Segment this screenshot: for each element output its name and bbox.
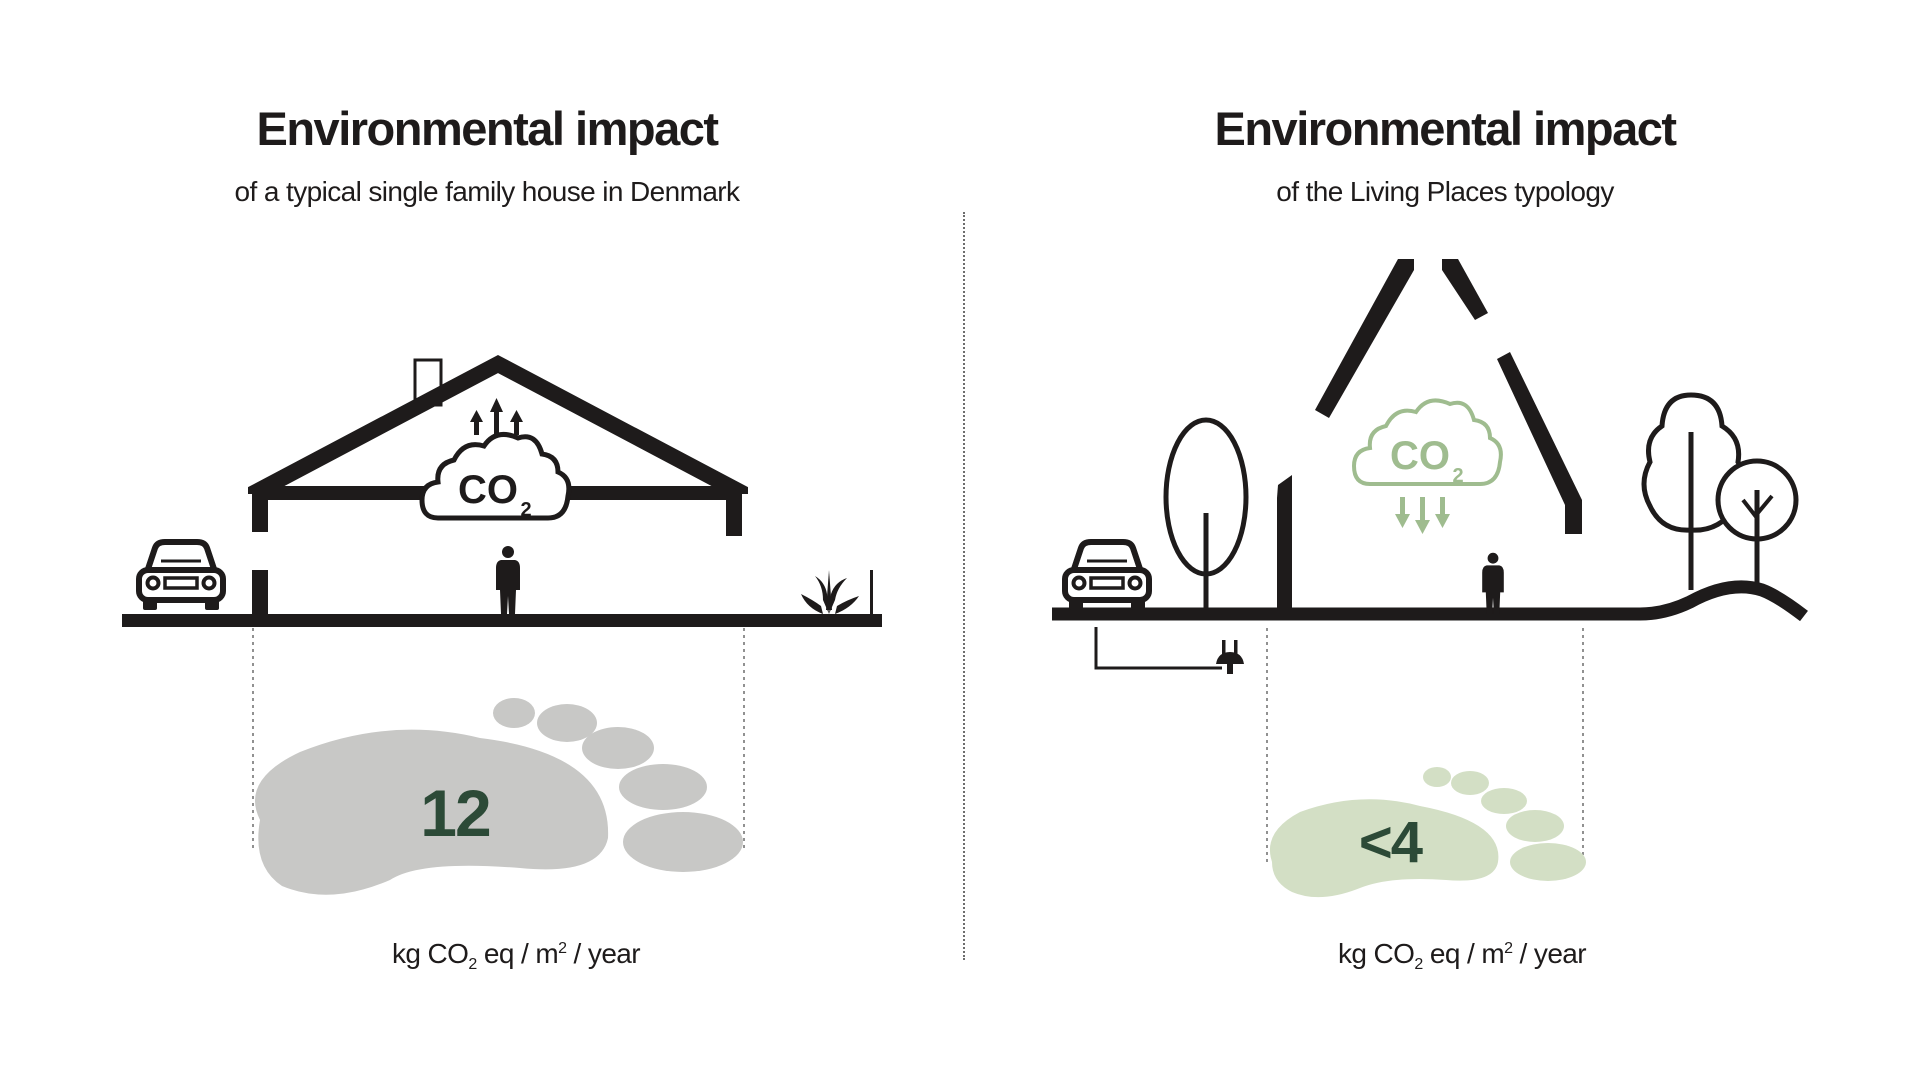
panel-typical-house: Environmental impact of a typical single… [235, 105, 740, 973]
right-scene: CO 2 [1052, 259, 1808, 898]
svg-text:2: 2 [1452, 465, 1463, 487]
person-icon [496, 546, 520, 614]
house-wall-left-lower [252, 570, 268, 616]
cloud-icon: CO 2 [1352, 398, 1503, 487]
tree-icon [1163, 417, 1249, 615]
cloud-icon: CO 2 [422, 434, 569, 521]
car-icon [139, 542, 223, 610]
panel-divider [963, 212, 965, 960]
plant-icon [801, 570, 873, 614]
arrows-down-icon [1395, 497, 1450, 534]
left-title: Environmental impact [256, 102, 720, 155]
right-subtitle: of the Living Places typology [1276, 176, 1614, 207]
car-icon [1065, 542, 1149, 610]
panel-living-places: Environmental impact of the Living Place… [960, 0, 1920, 1080]
svg-text:CO: CO [1390, 434, 1450, 478]
footprint-icon [255, 698, 743, 895]
svg-text:2: 2 [520, 499, 531, 521]
footprint-icon [1269, 767, 1586, 898]
right-title: Environmental impact [1214, 102, 1678, 155]
left-ground [122, 614, 882, 627]
tree-icon [1715, 458, 1799, 592]
left-footprint-value: 12 [420, 776, 490, 850]
open-roof-frame [1277, 259, 1582, 618]
svg-text:CO: CO [458, 468, 518, 512]
person-icon [1482, 552, 1504, 614]
left-subtitle: of a typical single family house in Denm… [234, 176, 740, 207]
house-wall-right [726, 490, 742, 536]
arrows-up-icon [470, 398, 523, 435]
right-unit-label: kg CO2 eq / m2 / year [1338, 938, 1587, 973]
right-footprint-value: <4 [1359, 810, 1423, 875]
left-unit-label: kg CO2 eq / m2 / year [392, 938, 641, 973]
left-scene: CO 2 [122, 354, 882, 895]
right-ground [1052, 580, 1808, 622]
house-wall-left-upper [252, 490, 268, 532]
plug-icon [1094, 627, 1244, 674]
